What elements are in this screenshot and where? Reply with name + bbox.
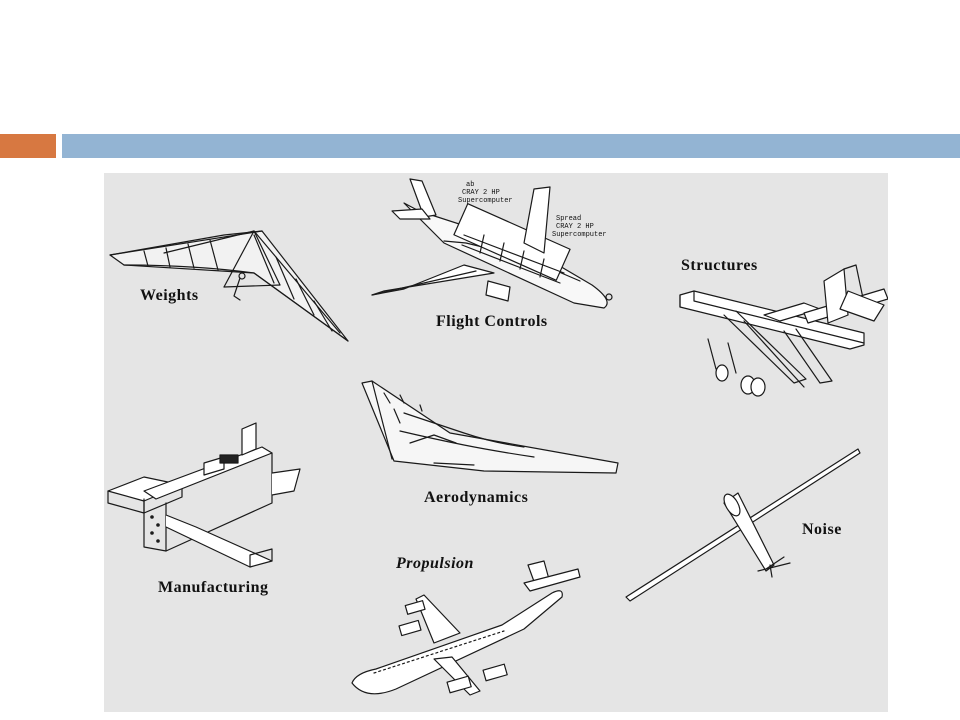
cray-callout-2-tag: Spread — [556, 215, 582, 223]
label-noise: Noise — [802, 521, 842, 538]
label-propulsion: Propulsion — [396, 555, 474, 572]
hang-glider-sketch — [109, 230, 349, 342]
structural-frame-sketch — [679, 264, 888, 397]
sailplane-sketch — [625, 448, 861, 602]
aircraft-disciplines-figure: Weights Flight Controls Structures Aerod… — [104, 173, 888, 712]
cray-callout-2-line2: Supercomputer — [552, 231, 607, 239]
aircraft-sketches — [107, 178, 888, 696]
cray-callout-1-line1: CRAY 2 HP — [462, 189, 500, 197]
slide-title-bar — [62, 134, 960, 158]
transport-jet-sketch — [351, 560, 581, 696]
airliner-cutaway-sketch — [371, 178, 613, 309]
cray-callout-1-line2: Supercomputer — [458, 197, 513, 205]
label-manufacturing: Manufacturing — [158, 579, 269, 596]
box-plane-sketch — [107, 422, 301, 568]
label-flight-controls: Flight Controls — [436, 313, 548, 330]
flying-wing-sketch — [361, 380, 619, 474]
label-weights: Weights — [140, 287, 199, 304]
label-aerodynamics: Aerodynamics — [424, 489, 529, 506]
slide-accent-block — [0, 134, 56, 158]
label-structures: Structures — [681, 257, 758, 274]
cray-callout-1-tag: ab — [466, 181, 475, 189]
cray-callout-2-line1: CRAY 2 HP — [556, 223, 594, 231]
